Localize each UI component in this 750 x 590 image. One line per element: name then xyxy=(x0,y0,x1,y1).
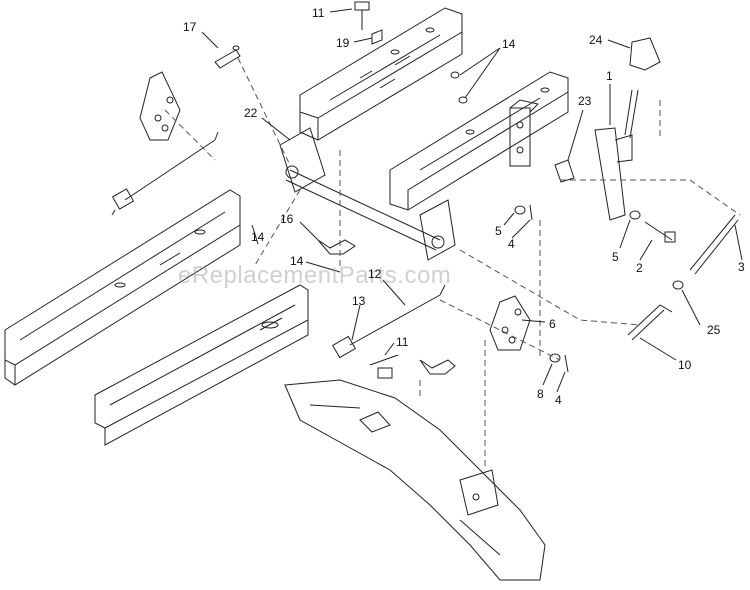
clevis-pin xyxy=(215,46,240,68)
callout-4-center: 4 xyxy=(508,237,515,251)
callout-4-lower: 4 xyxy=(555,393,562,407)
middle-frame-rail xyxy=(95,285,308,445)
upper-frame-rail xyxy=(300,8,462,140)
bracket-16 xyxy=(318,240,355,254)
bolt-right xyxy=(630,211,675,242)
lift-arm xyxy=(285,380,545,580)
callout-13: 13 xyxy=(352,294,366,308)
watermark-text: eReplacementParts.com xyxy=(178,262,452,289)
right-frame-rail xyxy=(390,72,568,210)
callout-11-top: 11 xyxy=(312,6,325,20)
washer-clip-center xyxy=(515,205,532,220)
callout-1: 1 xyxy=(606,69,613,83)
lift-shaft xyxy=(280,128,455,260)
callout-8: 8 xyxy=(537,387,544,401)
bolt-top xyxy=(355,2,382,44)
callout-10: 10 xyxy=(678,358,692,372)
callout-5-right: 5 xyxy=(612,250,619,264)
callout-14-top: 14 xyxy=(502,37,516,51)
callout-5-center: 5 xyxy=(495,224,502,238)
callout-2: 2 xyxy=(636,261,643,275)
callout-14-center: 14 xyxy=(290,254,304,268)
bolt-lower xyxy=(370,355,398,378)
left-rod xyxy=(112,132,218,215)
callout-14-left: 14 xyxy=(251,230,265,244)
washer-clip-lower xyxy=(550,354,568,372)
callout-6: 6 xyxy=(549,317,556,331)
leader-lines xyxy=(202,9,742,392)
callout-22: 22 xyxy=(244,106,258,120)
callout-11-lower: 11 xyxy=(396,335,409,349)
lift-handle xyxy=(595,38,660,220)
assembly-lines xyxy=(165,58,740,470)
callout-23: 23 xyxy=(578,94,592,108)
link-rod-right xyxy=(673,215,738,289)
callout-17: 17 xyxy=(183,20,197,34)
callout-16: 16 xyxy=(280,212,294,226)
left-frame-rail xyxy=(5,190,240,385)
callout-25: 25 xyxy=(707,323,721,337)
lower-rod xyxy=(333,285,445,358)
callout-19: 19 xyxy=(336,36,350,50)
callout-12: 12 xyxy=(368,267,382,281)
link-rod-10 xyxy=(628,305,672,340)
callout-3: 3 xyxy=(738,260,745,274)
nuts-top xyxy=(451,72,467,103)
spacer xyxy=(555,160,574,182)
bracket-lower xyxy=(420,360,455,374)
left-bracket xyxy=(140,72,180,140)
callout-24: 24 xyxy=(589,33,603,47)
